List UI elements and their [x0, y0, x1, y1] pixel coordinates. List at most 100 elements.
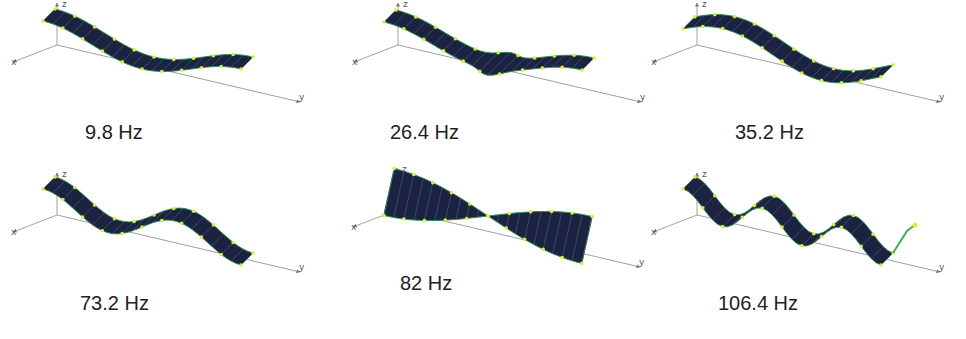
mesh-node	[251, 55, 255, 59]
mesh-node	[560, 66, 564, 70]
axis-label: y	[299, 92, 304, 102]
mesh-node	[760, 206, 764, 210]
mesh-line	[822, 69, 834, 81]
mesh-node	[394, 8, 398, 12]
deformed-beam	[384, 169, 592, 264]
mesh-node	[382, 20, 386, 24]
mode-plot	[653, 173, 940, 272]
mesh-node	[468, 202, 472, 206]
mesh-line	[723, 17, 735, 29]
mesh-line	[562, 55, 574, 67]
mesh-node	[219, 253, 223, 257]
axis-label: x	[11, 57, 16, 67]
mesh-line	[693, 184, 705, 196]
mesh-node	[465, 217, 469, 221]
mesh-line	[543, 211, 551, 249]
axis-label: z	[702, 0, 707, 9]
mesh-node	[681, 187, 685, 191]
mesh-line	[762, 36, 774, 48]
mesh-line	[477, 210, 479, 217]
mesh-node	[180, 221, 184, 225]
mesh-line	[542, 56, 554, 68]
mesh-line	[572, 56, 584, 68]
mesh-line	[414, 22, 426, 34]
axis-line	[653, 45, 697, 62]
deformed-beam	[683, 177, 893, 265]
mesh-node	[73, 186, 77, 190]
mesh-node	[212, 223, 216, 227]
mesh-line	[553, 212, 562, 254]
mesh-node	[721, 27, 725, 31]
mesh-line	[192, 217, 204, 229]
mesh-node	[93, 203, 97, 207]
axis-label: x	[11, 227, 16, 237]
mesh-node	[533, 56, 537, 60]
mesh-line	[782, 49, 794, 61]
mesh-node	[81, 37, 85, 41]
mesh-line	[404, 175, 414, 220]
mesh-node	[741, 216, 745, 220]
mesh-line	[463, 49, 475, 61]
mode-plot	[13, 173, 300, 272]
mesh-node	[73, 14, 77, 18]
mesh-node	[412, 173, 416, 177]
mesh-line	[63, 16, 75, 28]
mesh-line	[841, 71, 853, 83]
mesh-line	[43, 177, 55, 189]
mesh-node	[160, 70, 164, 74]
mesh-node	[152, 213, 156, 217]
mesh-node	[219, 65, 223, 69]
mesh-node	[402, 27, 406, 31]
mesh-line	[512, 58, 525, 71]
mesh-line	[497, 215, 499, 222]
mesh-node	[508, 212, 512, 216]
frequency-label: 26.4 Hz	[390, 121, 459, 144]
mode-plot	[354, 3, 641, 102]
mesh-node	[693, 175, 697, 179]
mesh-node	[701, 206, 705, 210]
mesh-line	[871, 246, 883, 258]
mesh-node	[239, 67, 243, 71]
mesh-line	[534, 211, 541, 244]
mesh-line	[152, 211, 164, 223]
mesh-node	[498, 72, 502, 76]
mesh-node	[231, 53, 235, 57]
mesh-line	[122, 222, 134, 234]
mesh-line	[43, 9, 55, 21]
mesh-node	[422, 37, 426, 41]
mesh-line	[102, 219, 114, 231]
mesh-node	[431, 181, 435, 185]
mesh-node	[120, 60, 124, 64]
mesh-line	[162, 208, 174, 220]
mode-plot	[13, 3, 300, 102]
mesh-line	[132, 219, 144, 231]
mesh-node	[516, 54, 520, 58]
mesh-line	[93, 33, 105, 45]
mode-plot	[353, 167, 640, 267]
mesh-line	[142, 57, 154, 69]
axis-line	[13, 45, 57, 62]
mesh-node	[541, 248, 545, 252]
mesh-line	[782, 215, 794, 227]
mesh-node	[504, 226, 508, 230]
axis-label: y	[939, 262, 944, 272]
mesh-node	[101, 49, 105, 53]
mesh-line	[211, 234, 223, 246]
mesh-node	[521, 68, 525, 72]
deformed-beam	[683, 15, 893, 83]
mesh-node	[444, 218, 448, 222]
mesh-node	[820, 79, 824, 83]
mesh-line	[73, 21, 85, 33]
deformed-beam	[384, 10, 594, 75]
mesh-node	[172, 207, 176, 211]
mesh-line	[832, 70, 844, 82]
mesh-node	[592, 56, 596, 60]
mesh-line	[93, 213, 105, 225]
axis-label: y	[639, 257, 644, 267]
mesh-line	[102, 39, 114, 51]
mesh-line	[162, 60, 174, 72]
frequency-label: 9.8 Hz	[85, 121, 143, 144]
axis-line	[13, 215, 57, 232]
mesh-line	[802, 61, 814, 73]
mode-plot	[653, 3, 940, 102]
